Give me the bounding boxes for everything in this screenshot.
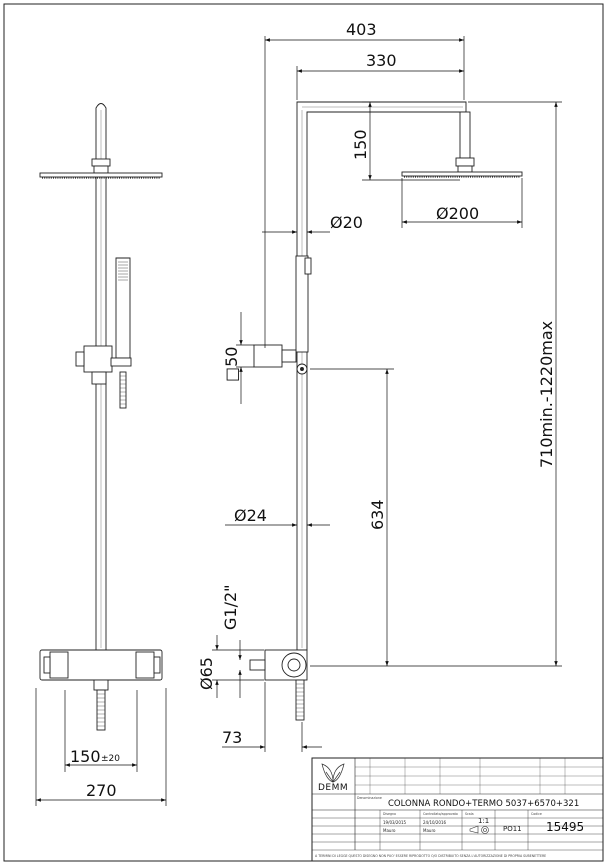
approved-by: Mauro [423,828,436,833]
brand-name: DEMM [318,783,348,793]
dim-50: □50 [222,347,241,382]
projection-symbol-icon [469,825,489,834]
dim-403: 403 [346,20,377,39]
side-shower-arm [296,101,467,651]
side-dimensions [212,36,562,752]
pd-code: PO11 [503,825,522,833]
scala-label: Scala [465,812,474,816]
dim-24: Ø24 [234,506,267,525]
controllato-label: Controllato/approvato [423,812,458,816]
front-dimensions [35,688,167,806]
side-shower-head [401,171,523,177]
drawing-code: 15495 [546,820,584,834]
front-hose [119,371,127,409]
legal-footer: A TERMINI DI LEGGE QUESTO DISEGNO NON PU… [315,854,546,858]
dim-634: 634 [368,499,387,530]
dim-65: Ø65 [197,657,216,690]
dim-g12: G1/2" [221,584,240,630]
demm-logo [321,763,345,783]
scale-value: 1:1 [478,817,489,825]
dim-20: Ø20 [330,213,363,232]
dim-150-tolerance: 150 [70,747,101,766]
side-square-support [253,344,283,368]
codice-label: Codice [531,812,542,816]
denominazione-label: Denominazione [357,796,382,800]
dim-150: 150 [351,129,370,160]
dim-73: 73 [222,728,242,747]
dim-330: 330 [366,51,397,70]
front-hand-shower [115,257,131,359]
drawn-by: Mauro [383,828,396,833]
dim-150-tolerance-sub: ±20 [101,754,120,764]
dim-710-1220: 710min.-1220max [537,321,556,468]
dim-200: Ø200 [436,204,479,223]
front-shower-head [39,172,163,178]
front-holder [83,345,113,373]
date-drawn: 19/03/2015 [383,820,407,825]
dim-270: 270 [86,781,117,800]
drawing-frame [3,3,604,862]
side-view [249,101,523,721]
title-block [311,757,604,862]
side-hand-shower [295,255,309,353]
disegno-label: Disegno [383,812,396,816]
date-approved: 24/10/2016 [423,820,447,825]
drawing-description: COLONNA RONDO+TERMO 5037+6570+321 [388,799,579,809]
front-view [39,103,163,731]
